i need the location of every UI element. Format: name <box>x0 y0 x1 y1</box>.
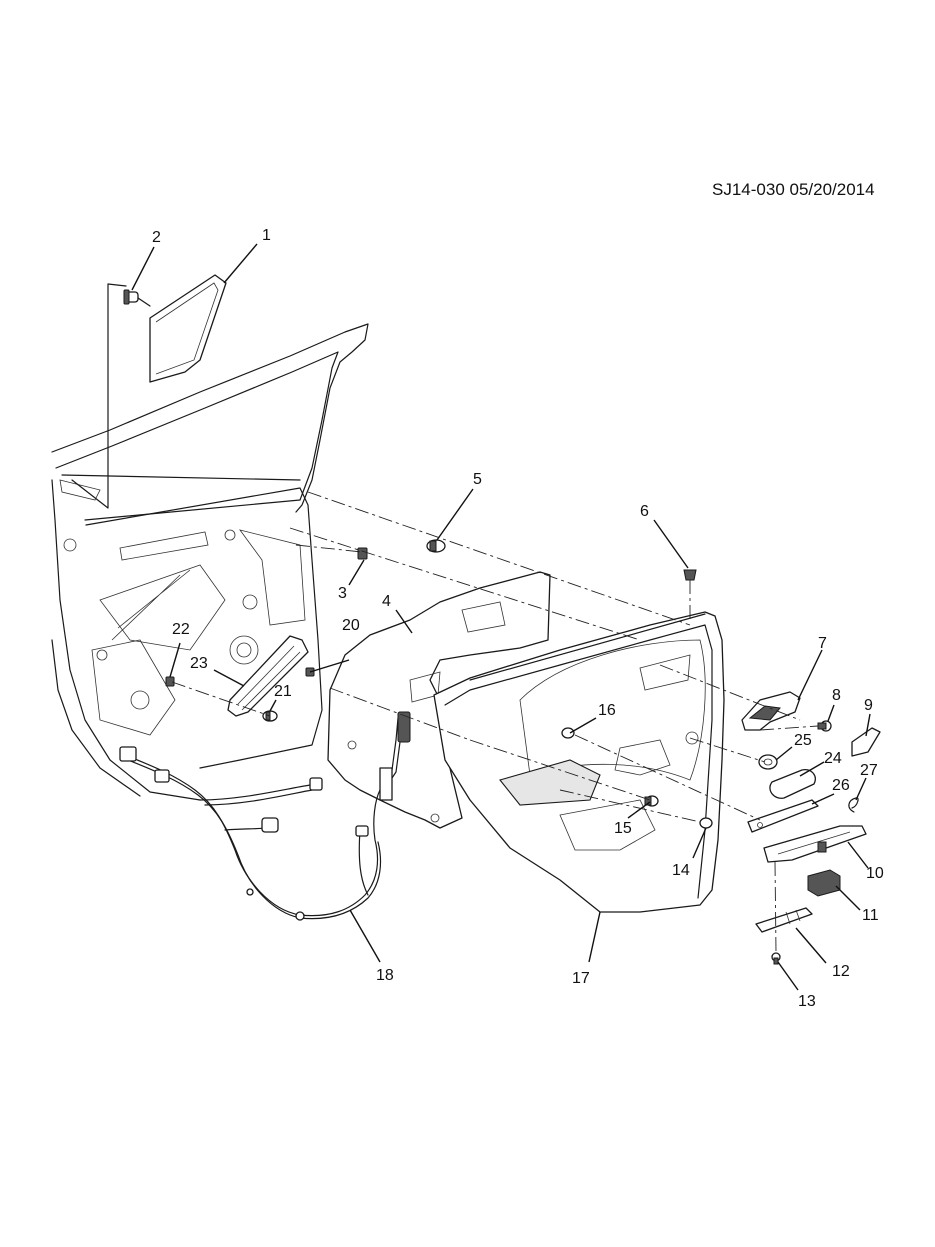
callout-25: 25 <box>794 732 812 749</box>
part-22-clip <box>165 676 175 687</box>
part-11-switch <box>807 869 841 897</box>
callout-27: 27 <box>860 762 878 779</box>
callout-3: 3 <box>338 585 347 602</box>
callout-5: 5 <box>473 471 482 488</box>
callout-13: 13 <box>798 993 816 1010</box>
part-2-fastener <box>123 289 139 305</box>
callout-2: 2 <box>152 229 161 246</box>
callout-4: 4 <box>382 593 391 610</box>
part-25-bezel-ring <box>758 754 778 770</box>
callout-17: 17 <box>572 970 590 987</box>
leader-lines <box>131 243 871 991</box>
part-1-applique <box>149 274 227 383</box>
callout-11: 11 <box>862 907 879 924</box>
assembly-lines <box>171 491 819 953</box>
part-13-screw <box>771 952 781 965</box>
door-inner-frame <box>51 323 369 801</box>
callout-12: 12 <box>832 963 850 980</box>
part-10-armrest <box>763 825 867 863</box>
callout-14: 14 <box>672 862 690 879</box>
callout-1: 1 <box>262 227 271 244</box>
callout-10: 10 <box>866 865 884 882</box>
part-27-spring <box>848 797 859 813</box>
callout-23: 23 <box>190 655 208 672</box>
part-14-clip <box>699 817 713 829</box>
part-18-wiring-harness <box>119 711 411 921</box>
part-9-cover <box>851 727 881 757</box>
part-3-clip <box>357 547 368 560</box>
callout-26: 26 <box>832 777 850 794</box>
part-26-bracket <box>747 799 819 833</box>
part-12-bracket <box>755 907 813 933</box>
callout-7: 7 <box>818 635 827 652</box>
callout-6: 6 <box>640 503 649 520</box>
part-24-knob <box>769 769 816 799</box>
callout-9: 9 <box>864 697 873 714</box>
document-id: SJ14-030 05/20/2014 <box>712 180 875 199</box>
callout-15: 15 <box>614 820 632 837</box>
part-23-pull-handle <box>227 635 309 717</box>
part-8-screw <box>817 720 832 732</box>
callout-20: 20 <box>342 617 360 634</box>
callout-22: 22 <box>172 621 190 638</box>
callout-labels: 1 2 3 4 5 6 7 8 9 10 11 12 13 14 15 16 1… <box>152 227 884 1010</box>
callout-21: 21 <box>274 683 292 700</box>
callout-8: 8 <box>832 687 841 704</box>
callout-16: 16 <box>598 702 616 719</box>
callout-18: 18 <box>376 967 394 984</box>
part-5-pin <box>426 539 446 553</box>
part-17-trim-panel <box>433 611 725 913</box>
part-6-retainer <box>683 569 697 581</box>
part-16-clip <box>561 727 575 739</box>
callout-24: 24 <box>824 750 842 767</box>
